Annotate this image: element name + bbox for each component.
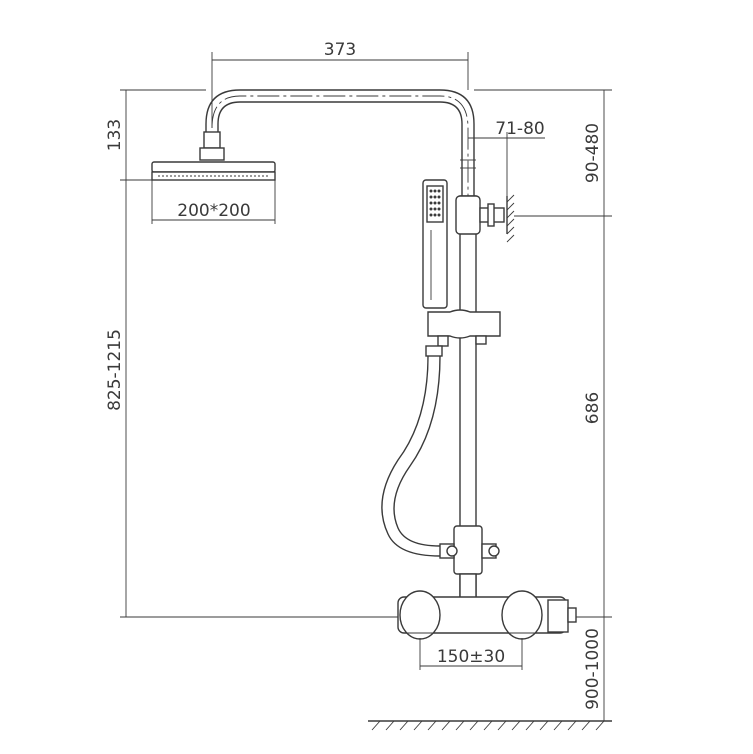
hand-shower [422,179,448,309]
diverter [439,525,500,601]
dim-label-head-drop: 133 [105,119,125,151]
spray-nozzles [429,189,441,217]
dim-label-inlet-spacing: 150±30 [437,647,505,667]
dim-label-head-size: 200*200 [177,201,250,221]
dim-label-mount-height: 900-1000 [583,628,603,710]
overhead-arm [205,89,475,600]
dimension-lines [120,52,612,721]
wall-bracket [455,194,515,243]
thermostatic-mixer [397,590,577,640]
dim-label-bar-length: 686 [583,392,603,424]
flexible-hose [381,345,443,557]
floor-hatch [368,720,612,731]
dim-label-bracket-offset: 71-80 [495,119,544,139]
dim-label-arm-reach: 373 [324,40,356,60]
dim-label-bracket-height: 90-480 [583,123,603,183]
sliding-holder [427,309,501,347]
rain-shower-head [151,131,276,181]
dim-label-overall-height: 825-1215 [105,329,125,411]
